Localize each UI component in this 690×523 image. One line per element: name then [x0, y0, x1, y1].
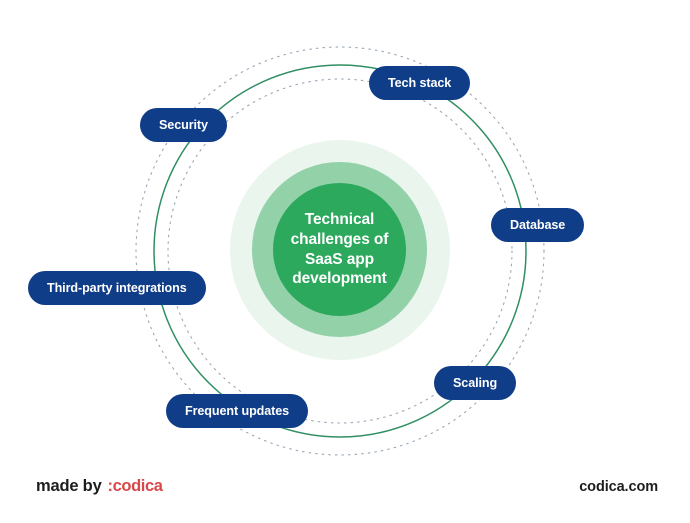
made-by-label: made by — [36, 477, 102, 495]
node-security[interactable]: Security — [140, 108, 227, 142]
codica-logo: :codica — [107, 477, 163, 495]
footer-website: codica.com — [579, 479, 658, 495]
center-label: Technical challenges of SaaS app develop… — [290, 211, 389, 288]
node-security-label: Security — [159, 118, 208, 132]
node-scaling-label: Scaling — [453, 376, 498, 390]
node-tech-stack-label: Tech stack — [388, 76, 452, 90]
footer-credit: made by :codica — [36, 477, 163, 496]
node-scaling[interactable]: Scaling — [434, 366, 517, 400]
node-database[interactable]: Database — [491, 208, 585, 242]
node-frequent-updates-label: Frequent updates — [185, 404, 290, 418]
node-frequent-updates[interactable]: Frequent updates — [166, 394, 309, 428]
node-third-party-integrations-label: Third-party integrations — [47, 281, 187, 295]
node-tech-stack[interactable]: Tech stack — [369, 66, 471, 100]
node-database-label: Database — [510, 218, 566, 232]
core-green-disc — [273, 183, 406, 316]
node-third-party-integrations[interactable]: Third-party integrations — [28, 271, 206, 305]
